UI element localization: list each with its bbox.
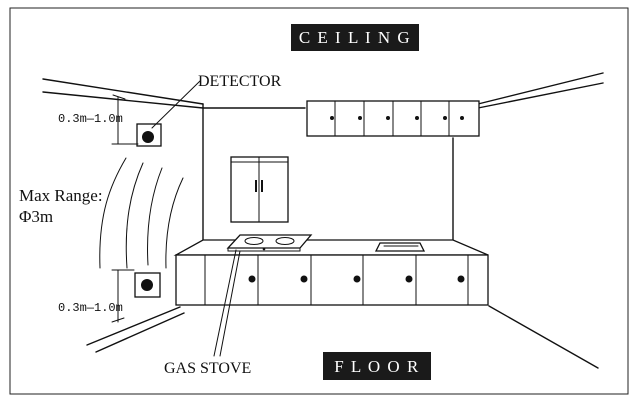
floor-text: F L O O R: [334, 357, 420, 376]
gas-stove-pointer: [213, 249, 241, 357]
top-distance-marker: [111, 94, 139, 145]
detector-label: DETECTOR: [198, 73, 282, 90]
bottom-distance-label: 0.3m—1.0m: [58, 301, 123, 315]
max-range-value: Φ3m: [19, 207, 53, 226]
wall-cupboard: [230, 156, 289, 223]
gas-stove: [226, 234, 313, 252]
gas-range-curves: [99, 157, 184, 269]
bottom-distance-marker: [111, 269, 135, 323]
ceiling-text: C E I L I N G: [299, 28, 411, 47]
lower-gas-detector: [134, 272, 161, 298]
floor-label: F L O O R: [323, 352, 431, 380]
base-cabinets: [173, 239, 489, 306]
sink: [374, 242, 426, 252]
max-range-label: Max Range:: [19, 186, 103, 205]
detector-pointer: [151, 80, 201, 129]
ceiling-label: C E I L I N G: [291, 24, 419, 51]
outer-frame: [9, 7, 629, 395]
gas-stove-label: GAS STOVE: [164, 360, 251, 377]
upper-gas-detector: [136, 123, 162, 147]
wall-cabinets: [306, 100, 480, 137]
room-walls: [42, 72, 604, 369]
top-distance-label: 0.3m—1.0m: [58, 112, 123, 126]
